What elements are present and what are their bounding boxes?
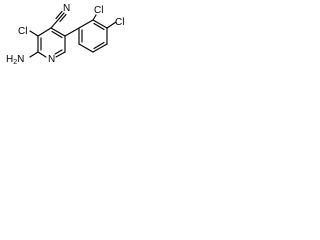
bond-c4-c5 (50, 27, 66, 37)
molecule-canvas: Cl N N Cl Cl H2N (0, 0, 167, 82)
pyridine-ring (37, 27, 66, 58)
bond-para-cl (106, 21, 117, 29)
bond-ortho-cl (92, 14, 97, 21)
bond-c3-cl (29, 30, 39, 37)
bond-p1-p2 (78, 19, 94, 29)
bond-c6-n1-inner (54, 49, 63, 55)
bond-n1-c2 (37, 51, 47, 58)
bond-c3-c4 (37, 27, 52, 37)
triple-bond-a (55, 10, 63, 20)
triple-bond-b (59, 13, 67, 23)
phenyl-ring (78, 19, 108, 53)
ring-n-label: N (48, 54, 55, 65)
bond-biaryl (64, 27, 80, 37)
amine-label: H2N (6, 54, 24, 66)
bond-p4-p5-inner (93, 41, 105, 50)
chloro-label-ring1: Cl (18, 26, 27, 37)
bond-c2-nh2 (29, 51, 39, 58)
bond-p5-p6 (78, 43, 94, 53)
chloro-label-para: Cl (115, 17, 124, 28)
bond-c6-n1 (55, 51, 66, 58)
chloro-label-ortho: Cl (94, 5, 103, 16)
bond-p4-p5 (92, 43, 108, 53)
nitrile-n-label: N (63, 3, 70, 14)
triple-bond-center (57, 12, 65, 21)
bond-p2-p3-inner (93, 22, 105, 31)
molecule-structure: Cl N N Cl Cl H2N (6, 3, 124, 66)
bond-c4-c5-inner (51, 30, 63, 39)
nitrile-group (50, 10, 67, 29)
bond-p2-p3 (92, 19, 108, 29)
bond-c4-cn (50, 19, 59, 29)
